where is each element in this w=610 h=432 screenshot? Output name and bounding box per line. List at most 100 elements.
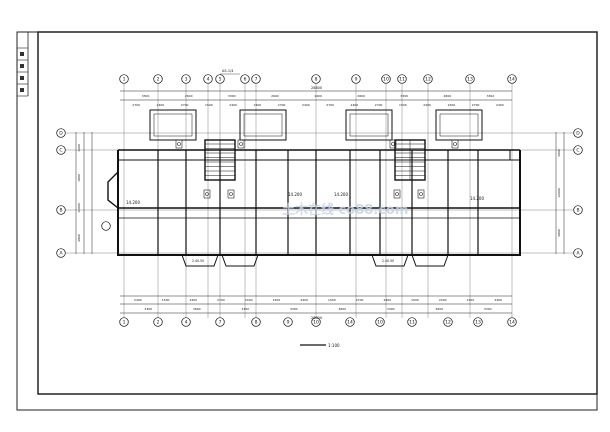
axis-top-12: 12 [423,74,433,84]
top-dim-r2-10: 2400 [351,103,359,107]
svg-text:B: B [59,208,62,214]
axis-bottom-5: 8 [251,317,261,327]
axis-left-B: B [56,205,66,215]
top-dim-r2-9: 2700 [326,103,334,107]
axis-bottom-3: 4 [181,317,191,327]
svg-text:6: 6 [244,77,247,83]
svg-text:4: 4 [207,77,210,83]
axis-bottom-12: 13 [473,317,483,327]
stair-tag: A5-1/4 [222,69,234,73]
left-dim-2: 1800 [77,174,81,182]
top-dim-r2-13: 2400 [423,103,431,107]
axis-left-A: A [56,248,66,258]
top-dim-r1-8: 2600 [444,94,452,98]
svg-text:14: 14 [509,320,515,326]
left-dim-1: 1200 [77,144,81,152]
bottom-dim-r1-10: 2400 [383,298,391,302]
svg-text:C: C [59,148,62,154]
top-dim-r1-3: 3300 [228,94,236,98]
axis-top-3: 3 [181,74,191,84]
axis-bottom-8: 14 [345,317,355,327]
bottom-dim-r2-8: 3300 [484,307,492,311]
room-elev-4: 14.200 [470,196,484,201]
svg-text:A: A [576,251,580,257]
bottom-dim-r1-12: 2400 [439,298,447,302]
svg-text:A: A [59,251,63,257]
top-total-dim: 28800 [311,86,322,90]
top-dim-r2-5: 2400 [229,103,237,107]
axis-top-4: 4 [203,74,213,84]
svg-text:14: 14 [347,320,353,326]
bottom-dim-r1-9: 2700 [356,298,364,302]
top-dim-r2-7: 2700 [278,103,286,107]
left-dim-3: 12000 [77,203,81,213]
svg-text:12: 12 [425,77,431,83]
bottom-dim-r2-7: 3600 [435,307,443,311]
axis-extra-marker [101,221,111,231]
axis-bottom-1: 1 [119,317,129,327]
top-dim-r1-9: 3300 [487,94,495,98]
right-dim-1: 3000 [557,149,561,157]
svg-text:10: 10 [313,320,319,326]
top-dim-r1-4: 2600 [271,94,279,98]
svg-text:13: 13 [467,77,473,83]
scale-label: 1:100 [328,343,340,348]
axis-bottom-6: 9 [283,317,293,327]
axis-right-B: B [573,205,583,215]
svg-text:3: 3 [185,77,188,83]
right-dim-3: 4800 [557,229,561,237]
svg-text:8: 8 [315,77,318,83]
top-dim-r2-1: 2700 [132,103,140,107]
inner-border [37,31,598,395]
svg-text:1: 1 [123,77,126,83]
svg-text:12: 12 [445,320,451,326]
room-elev-2: 14.200 [288,192,302,197]
top-dim-r1-5: 1400 [314,94,322,98]
bottom-dim-r1-5: 2400 [245,298,253,302]
axis-top-1: 1 [119,74,129,84]
left-title-strip [17,32,29,97]
bottom-dim-r2-2: 3600 [193,307,201,311]
bottom-dim-r1-7: 2400 [300,298,308,302]
left-dim-4: 4800 [77,234,81,242]
top-dim-r2-4: 1500 [205,103,213,107]
top-dim-r2-12: 1500 [399,103,407,107]
top-dim-r1-6: 2600 [357,94,365,98]
bottom-dim-r2-4: 3300 [290,307,298,311]
room-elev-1: 14.200 [126,200,140,205]
balcony-label-2: 2.40.50 [382,259,394,263]
svg-text:2: 2 [157,320,160,326]
axis-top-5: 5 [215,74,225,84]
axis-bottom-2: 2 [153,317,163,327]
right-dim-2: 12000 [557,188,561,198]
bottom-dim-r1-13: 2700 [467,298,475,302]
outer-border [16,31,598,411]
building-walls [107,149,521,256]
axis-top-8: 8 [311,74,321,84]
top-dim-r2-16: 2400 [496,103,504,107]
axis-bottom-4: 7 [215,317,225,327]
axis-top-14: 14 [507,74,517,84]
room-labels: 14.200 14.200 14.200 14.200 2.40.50 2.40… [126,69,484,263]
axis-right-A: A [573,248,583,258]
axis-top-10: 10 [381,74,391,84]
dimension-lines [75,90,565,314]
svg-text:14: 14 [509,77,515,83]
axis-right-D: D [573,128,583,138]
bottom-dim-r1-11: 1500 [411,298,419,302]
svg-text:1: 1 [123,320,126,326]
bottom-dim-r2-5: 3600 [338,307,346,311]
top-dim-r2-11: 2700 [375,103,383,107]
axis-left-C: C [56,145,66,155]
axis-bottom-11: 12 [443,317,453,327]
svg-text:2: 2 [157,77,160,83]
svg-text:7: 7 [255,77,258,83]
svg-text:11: 11 [409,320,415,326]
bottom-dim-r1-3: 2400 [189,298,197,302]
room-elev-3: 14.200 [334,192,348,197]
svg-text:D: D [59,131,63,137]
top-dim-r2-14: 1500 [448,103,456,107]
svg-text:5: 5 [219,77,222,83]
